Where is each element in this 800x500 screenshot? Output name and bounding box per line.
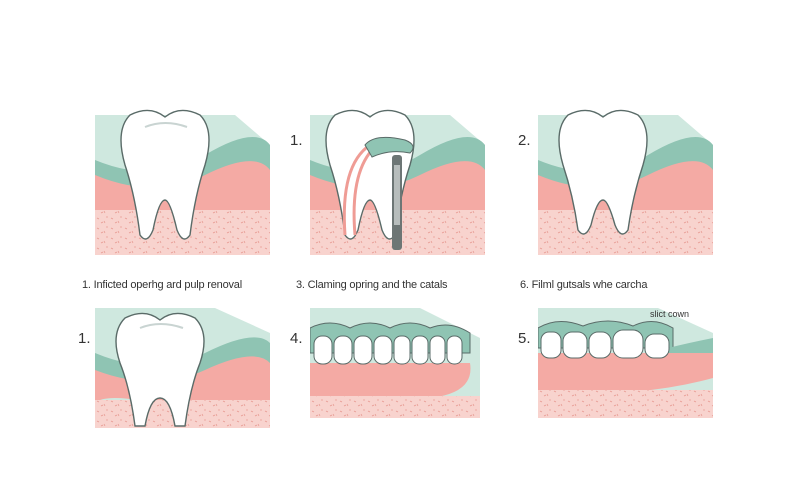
panel-tooth-roots xyxy=(95,308,270,433)
panel-tooth-filled xyxy=(538,105,713,260)
caption: 6. Filml gutsals whe carcha xyxy=(520,279,648,291)
panel-crown xyxy=(537,308,713,423)
caption: 3. Claming opring and the catals xyxy=(296,279,448,291)
step-number: 1. xyxy=(290,132,303,149)
panel-tooth-healthy xyxy=(95,105,270,260)
step-number: 1. xyxy=(78,330,91,347)
step-number: 2. xyxy=(518,132,531,149)
step-number: 5. xyxy=(518,330,531,347)
panel-teeth-row xyxy=(309,308,480,423)
step-number: 4. xyxy=(290,330,303,347)
panel-tooth-drill xyxy=(310,105,485,260)
caption: 1. Inficted operhg ard pulp renoval xyxy=(82,279,242,291)
annotation-label: slict cown xyxy=(650,309,690,319)
